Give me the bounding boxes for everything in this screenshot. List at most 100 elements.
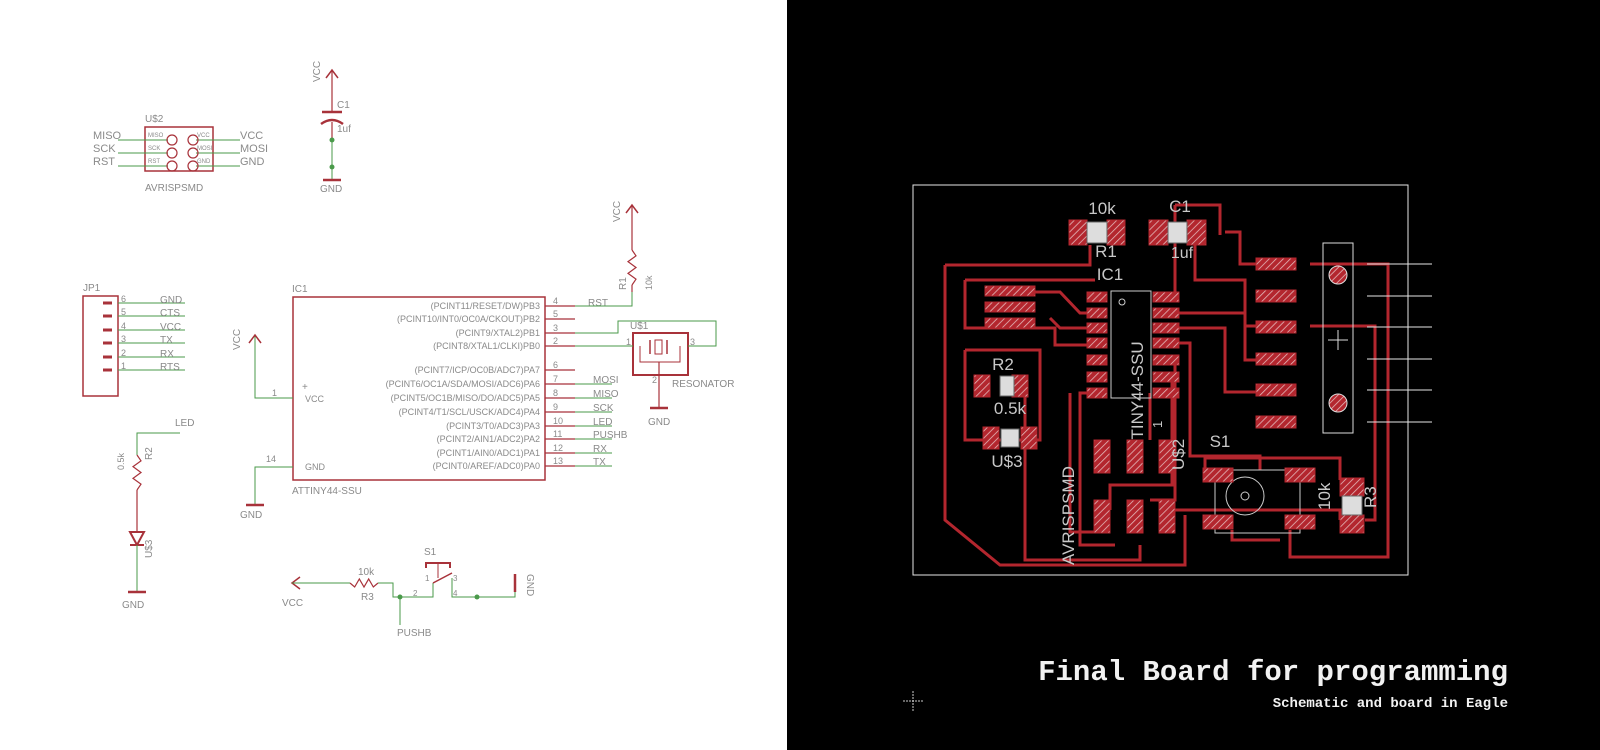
r3-value: 10k — [358, 567, 375, 578]
board-outline — [912, 184, 1409, 576]
smd-pad — [982, 426, 1000, 450]
pin1-label: 1 — [1150, 421, 1165, 428]
copper-trace — [1225, 230, 1270, 266]
copper-trace — [1175, 203, 1222, 235]
pin-name: (PCINT7/ICP/OC0B/ADC7)PA7 — [415, 365, 540, 375]
pin-number: 9 — [553, 402, 558, 412]
wire — [254, 335, 293, 399]
junction-dot — [474, 594, 480, 600]
net-label: CTS — [160, 308, 180, 319]
r1-ref: R1 — [618, 277, 629, 290]
pin-name: VCC — [305, 394, 325, 404]
smd-pad — [1255, 383, 1297, 397]
r2-value: 0.5k — [116, 452, 126, 470]
copper-trace — [963, 280, 1090, 347]
net-label: TX — [160, 335, 173, 346]
smd-pad — [973, 374, 991, 398]
copper-trace — [1165, 326, 1270, 394]
u2-body — [144, 126, 214, 172]
r2-ref: R2 — [144, 447, 155, 460]
pin-name: (PCINT5/OC1B/MISO/DO/ADC5)PA5 — [391, 393, 540, 403]
resistor-icon — [626, 249, 638, 286]
pin-name: GND — [305, 462, 326, 472]
pin-number: 1 — [425, 574, 430, 583]
smd-pad — [1148, 219, 1169, 246]
pin1-marker — [1118, 298, 1126, 306]
smd-pad — [1152, 291, 1180, 303]
s1-center — [1240, 491, 1250, 501]
smd-pad — [1186, 219, 1207, 246]
smd-pad — [1093, 499, 1111, 534]
vcc-label: VCC — [612, 201, 623, 222]
copper-trace — [1023, 393, 1142, 562]
net-label: SCK — [593, 403, 614, 414]
smd-pad — [1152, 371, 1180, 383]
u2-value: AVRISPSMD — [1059, 466, 1078, 565]
c1-value: 1uf — [1171, 245, 1194, 262]
r3-value: 10k — [1315, 482, 1334, 510]
ic1-ref: IC1 — [292, 284, 308, 295]
c1-body — [1167, 221, 1188, 244]
copper-trace — [943, 265, 1187, 567]
ic1-value: ATTINY44-SSU — [1128, 341, 1147, 460]
smd-pad — [1284, 514, 1316, 530]
r2-value: 0.5k — [994, 399, 1027, 418]
pin-name: GND — [197, 159, 211, 165]
resistor-icon — [349, 577, 379, 589]
vcc-plus: + — [302, 382, 308, 393]
ic1-body — [292, 296, 546, 481]
copper-trace — [1193, 235, 1270, 328]
junction-dot — [329, 164, 335, 170]
smd-pad — [1255, 415, 1297, 429]
pin-number: 5 — [553, 309, 558, 319]
copper-trace — [945, 245, 1092, 267]
caption-subtitle: Schematic and board in Eagle — [1273, 696, 1508, 712]
smd-pad — [1086, 354, 1108, 366]
smd-pad — [1255, 289, 1297, 303]
pin-number: 7 — [553, 374, 558, 384]
wire — [254, 466, 293, 505]
net-label: RST — [588, 298, 608, 309]
u3-ref: U$3 — [144, 539, 155, 558]
gnd-label: GND — [122, 600, 144, 611]
c1-ref: C1 — [337, 100, 350, 111]
net-label: MOSI — [240, 143, 268, 155]
net-label: SCK — [93, 143, 116, 155]
pad-circle — [187, 160, 199, 172]
r1-value: 10k — [1088, 199, 1116, 218]
jp1-ref: JP1 — [83, 283, 101, 294]
pin-number: 12 — [553, 443, 563, 453]
pin-number: 1 — [272, 388, 277, 398]
smd-pad — [1152, 307, 1180, 319]
wire — [575, 292, 633, 307]
pad-circle — [187, 134, 199, 146]
net-label: PUSHB — [397, 628, 432, 639]
smd-pad — [1158, 439, 1176, 474]
r3-body — [1341, 495, 1363, 516]
gnd-label: GND — [524, 574, 535, 596]
ic1-value: ATTINY44-SSU — [292, 486, 362, 497]
pin-number: 4 — [121, 321, 126, 331]
junction-dot — [329, 137, 335, 143]
s1-outline — [1214, 469, 1301, 534]
wire — [451, 578, 477, 598]
pin-number: 3 — [553, 323, 558, 333]
smd-pad — [1093, 439, 1111, 474]
pin-number: 6 — [553, 360, 558, 370]
origin-crosshair-icon — [903, 691, 923, 711]
smd-pad — [1126, 499, 1144, 534]
pin-number: 13 — [553, 456, 563, 466]
r2-ref: R2 — [992, 355, 1014, 374]
r3-ref: R3 — [361, 592, 374, 603]
pad-circle — [166, 160, 178, 172]
smd-pad — [1152, 354, 1180, 366]
gnd-label: GND — [320, 184, 342, 195]
smd-pad — [984, 285, 1036, 297]
smd-pad — [1152, 387, 1180, 399]
pin-number: 3 — [690, 337, 695, 347]
